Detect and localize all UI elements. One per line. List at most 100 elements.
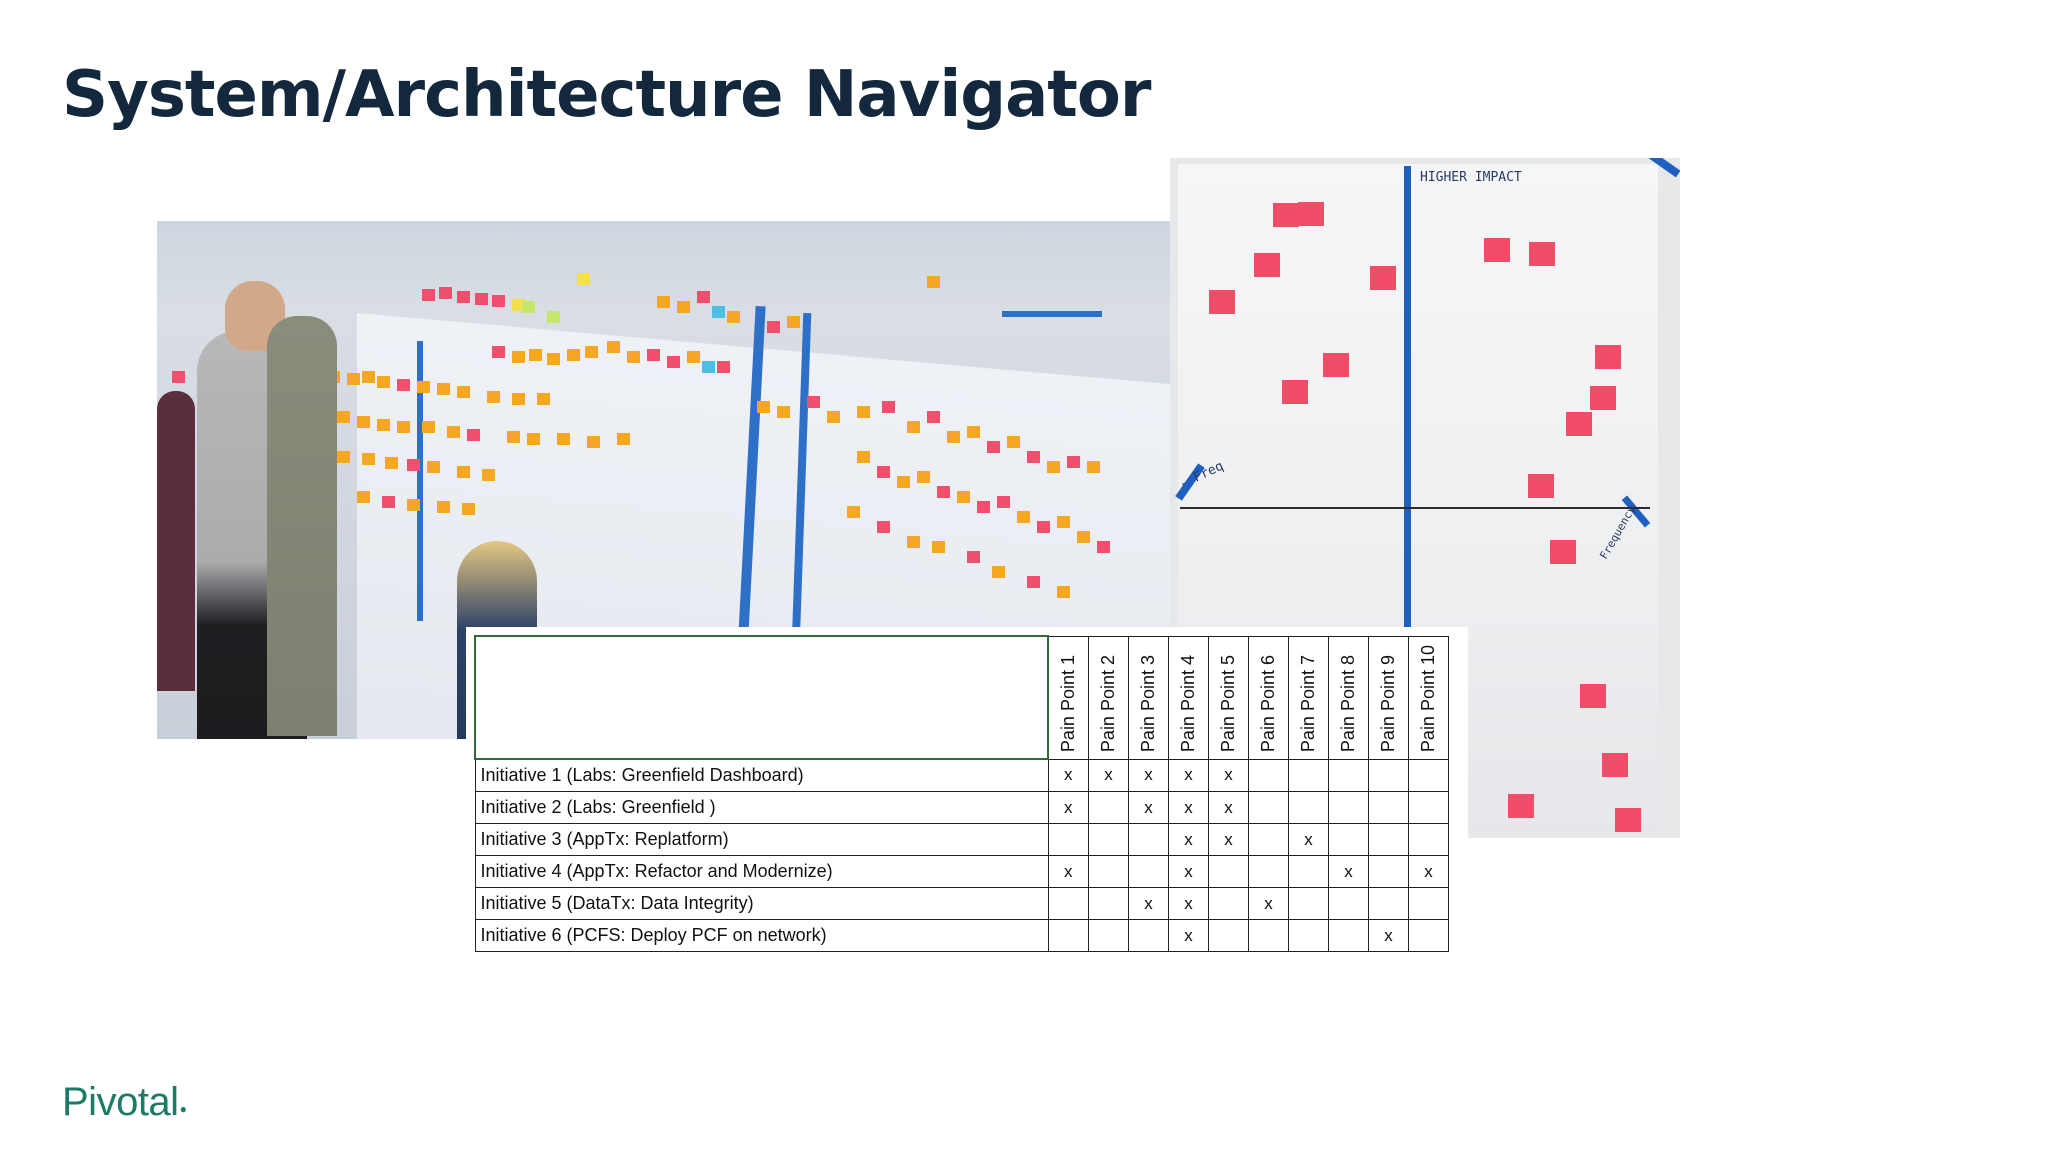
matrix-cell[interactable]: x bbox=[1168, 823, 1209, 856]
matrix-cell[interactable]: x bbox=[1128, 758, 1169, 792]
matrix-cell[interactable]: x bbox=[1047, 791, 1089, 824]
sticky-note bbox=[427, 461, 440, 473]
matrix-cell[interactable] bbox=[1288, 855, 1329, 888]
matrix-cell[interactable] bbox=[1088, 791, 1129, 824]
column-header-label: Pain Point 7 bbox=[1298, 655, 1318, 753]
matrix-cell[interactable] bbox=[1088, 887, 1129, 920]
matrix-cell[interactable] bbox=[1328, 791, 1369, 824]
matrix-cell[interactable] bbox=[1047, 919, 1089, 952]
matrix-cell[interactable]: x bbox=[1047, 758, 1089, 792]
matrix-cell[interactable]: x bbox=[1248, 887, 1289, 920]
sticky-note bbox=[512, 393, 525, 405]
sticky-note bbox=[992, 566, 1005, 578]
sticky-note bbox=[907, 421, 920, 433]
matrix-cell[interactable] bbox=[1408, 919, 1449, 952]
matrix-cell[interactable] bbox=[1328, 919, 1369, 952]
matrix-corner-cell[interactable] bbox=[474, 635, 1049, 760]
matrix-cell[interactable] bbox=[1408, 791, 1449, 824]
matrix-cell[interactable] bbox=[1088, 919, 1129, 952]
matrix-column-header: Pain Point 10 bbox=[1408, 635, 1449, 760]
matrix-cell[interactable]: x bbox=[1408, 855, 1449, 888]
column-header-label: Pain Point 8 bbox=[1338, 655, 1358, 753]
matrix-cell[interactable] bbox=[1248, 758, 1289, 792]
matrix-cell[interactable] bbox=[1288, 758, 1329, 792]
sticky-note bbox=[585, 346, 598, 358]
sticky-note bbox=[447, 426, 460, 438]
matrix-cell[interactable] bbox=[1288, 887, 1329, 920]
sticky-note bbox=[529, 349, 542, 361]
matrix-cell[interactable] bbox=[1328, 758, 1369, 792]
matrix-cell[interactable]: x bbox=[1328, 855, 1369, 888]
matrix-cell[interactable] bbox=[1408, 758, 1449, 792]
initiative-label[interactable]: Initiative 6 (PCFS: Deploy PCF on networ… bbox=[474, 919, 1049, 952]
matrix-cell[interactable]: x bbox=[1168, 919, 1209, 952]
matrix-cell[interactable] bbox=[1368, 823, 1409, 856]
matrix-column-header: Pain Point 2 bbox=[1088, 635, 1129, 760]
sticky-note bbox=[482, 469, 495, 481]
matrix-cell[interactable] bbox=[1047, 887, 1089, 920]
matrix-cell[interactable] bbox=[1088, 855, 1129, 888]
matrix-cell[interactable]: x bbox=[1208, 758, 1249, 792]
matrix-cell[interactable] bbox=[1368, 791, 1409, 824]
initiative-label[interactable]: Initiative 2 (Labs: Greenfield ) bbox=[474, 791, 1049, 824]
matrix-cell[interactable]: x bbox=[1128, 887, 1169, 920]
matrix-cell[interactable] bbox=[1128, 919, 1169, 952]
matrix-cell[interactable] bbox=[1047, 823, 1089, 856]
matrix-cell[interactable] bbox=[1408, 887, 1449, 920]
matrix-cell[interactable]: x bbox=[1208, 823, 1249, 856]
matrix-cell[interactable]: x bbox=[1168, 791, 1209, 824]
matrix-cell[interactable]: x bbox=[1208, 791, 1249, 824]
matrix-cell[interactable] bbox=[1288, 791, 1329, 824]
sticky-note bbox=[987, 441, 1000, 453]
board-sticky-note bbox=[1550, 540, 1576, 564]
matrix-cell[interactable]: x bbox=[1168, 887, 1209, 920]
sticky-note bbox=[1017, 511, 1030, 523]
initiative-label[interactable]: Initiative 1 (Labs: Greenfield Dashboard… bbox=[474, 758, 1049, 792]
sticky-note bbox=[882, 401, 895, 413]
matrix-cell[interactable] bbox=[1408, 823, 1449, 856]
matrix-cell[interactable] bbox=[1368, 855, 1409, 888]
sticky-note bbox=[462, 503, 475, 515]
sticky-note bbox=[362, 371, 375, 383]
matrix-cell[interactable]: x bbox=[1047, 855, 1089, 888]
matrix-cell[interactable] bbox=[1248, 791, 1289, 824]
matrix-cell[interactable]: x bbox=[1368, 919, 1409, 952]
initiative-label[interactable]: Initiative 3 (AppTx: Replatform) bbox=[474, 823, 1049, 856]
matrix-cell[interactable]: x bbox=[1088, 758, 1129, 792]
sticky-note bbox=[407, 499, 420, 511]
board-sticky-note bbox=[1298, 202, 1324, 226]
matrix-cell[interactable] bbox=[1208, 919, 1249, 952]
matrix-cell[interactable] bbox=[1368, 758, 1409, 792]
initiative-label[interactable]: Initiative 4 (AppTx: Refactor and Modern… bbox=[474, 855, 1049, 888]
matrix-cell[interactable]: x bbox=[1288, 823, 1329, 856]
sticky-note bbox=[757, 401, 770, 413]
sticky-note bbox=[537, 393, 550, 405]
matrix-cell[interactable] bbox=[1248, 823, 1289, 856]
matrix-cell[interactable] bbox=[1208, 887, 1249, 920]
matrix-cell[interactable] bbox=[1368, 887, 1409, 920]
sticky-note bbox=[1037, 521, 1050, 533]
blue-tape-line bbox=[417, 341, 423, 621]
sticky-note bbox=[475, 293, 488, 305]
matrix-cell[interactable]: x bbox=[1128, 791, 1169, 824]
matrix-cell[interactable]: x bbox=[1168, 758, 1209, 792]
matrix-cell[interactable] bbox=[1328, 887, 1369, 920]
matrix-cell[interactable] bbox=[1248, 855, 1289, 888]
sticky-note bbox=[492, 295, 505, 307]
matrix-cell[interactable] bbox=[1128, 855, 1169, 888]
sticky-note bbox=[907, 536, 920, 548]
sticky-note bbox=[947, 431, 960, 443]
higher-impact-label: HIGHER IMPACT bbox=[1420, 170, 1522, 185]
matrix-cell[interactable] bbox=[1208, 855, 1249, 888]
initiative-label[interactable]: Initiative 5 (DataTx: Data Integrity) bbox=[474, 887, 1049, 920]
matrix-cell[interactable] bbox=[1288, 919, 1329, 952]
board-sticky-note bbox=[1484, 238, 1510, 262]
matrix-cell[interactable] bbox=[1088, 823, 1129, 856]
matrix-cell[interactable]: x bbox=[1168, 855, 1209, 888]
matrix-cell[interactable] bbox=[1248, 919, 1289, 952]
matrix-cell[interactable] bbox=[1328, 823, 1369, 856]
matrix-cell[interactable] bbox=[1128, 823, 1169, 856]
